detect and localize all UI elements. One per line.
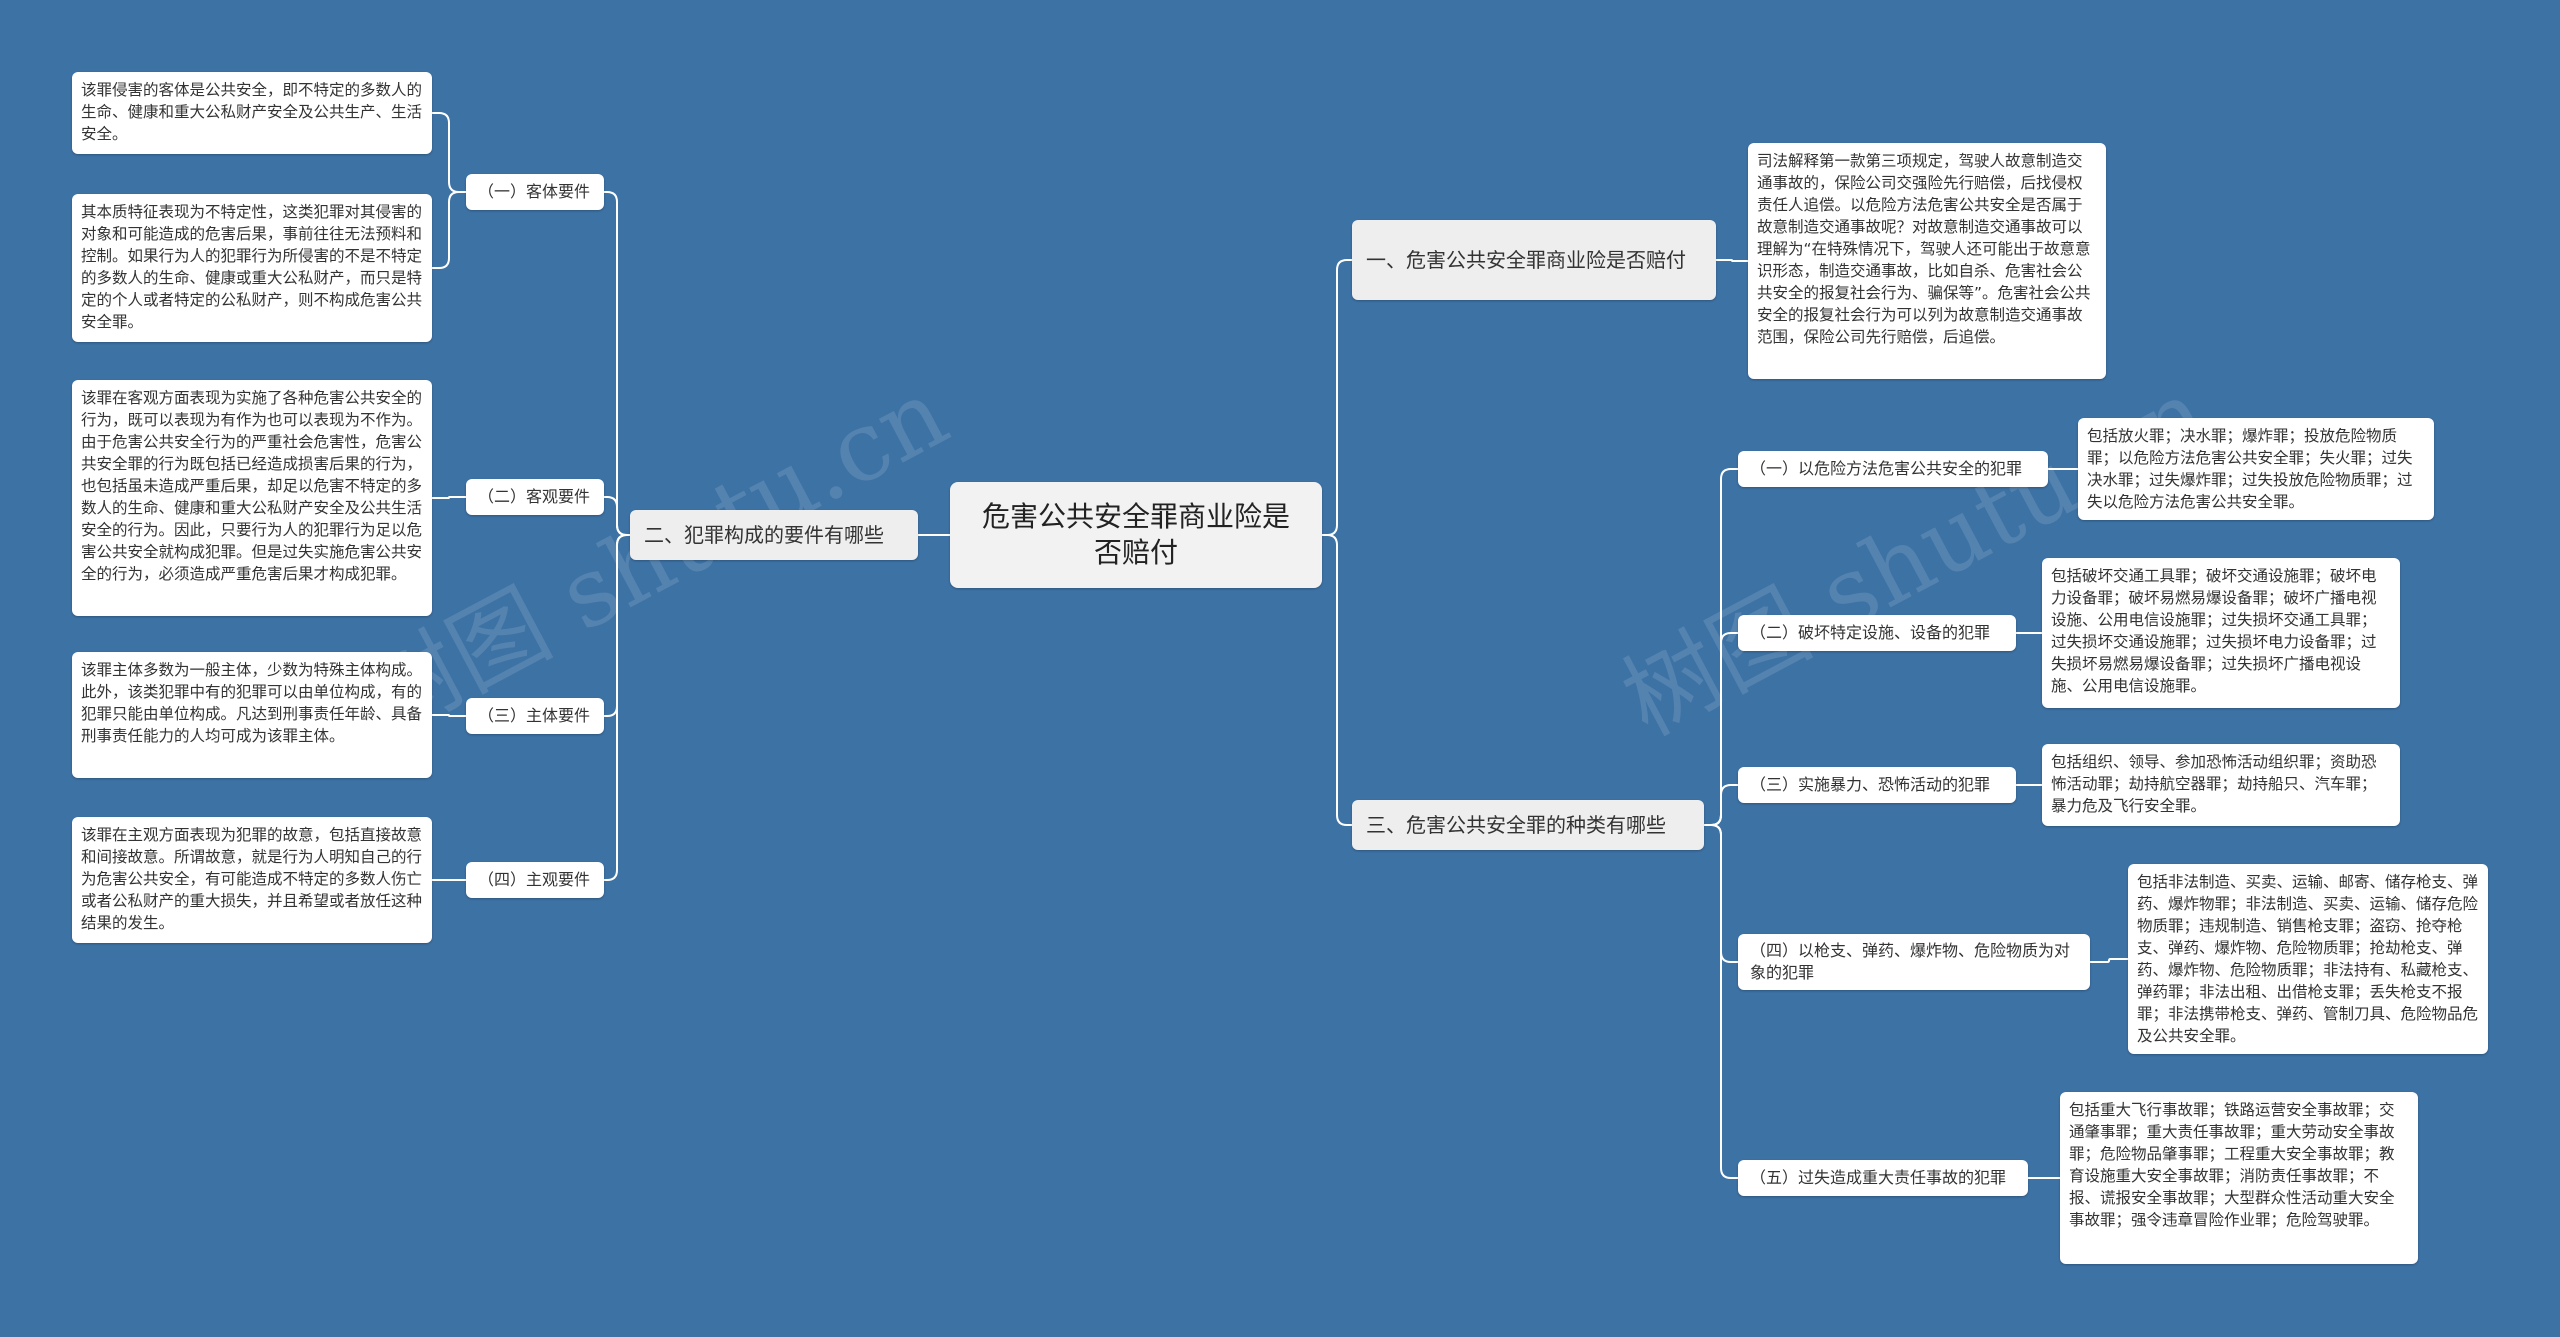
topic-violence-terror[interactable]: （三）实施暴力、恐怖活动的犯罪 [1738,767,2016,803]
branch1-to-leaf [1716,259,1748,262]
leaf-subject-element: 该罪主体多数为一般主体，少数为特殊主体构成。此外，该类犯罪中有的犯罪可以由单位构… [72,652,432,778]
topic-subject-element[interactable]: （三）主体要件 [466,698,604,734]
leaf-object-element-1: 该罪侵害的客体是公共安全，即不特定的多数人的生命、健康和重大公私财产安全及公共生… [72,72,432,154]
topic-facilities-damage[interactable]: （二）破坏特定设施、设备的犯罪 [1738,615,2016,651]
topic-dangerous-methods[interactable]: （一）以危险方法危害公共安全的犯罪 [1738,451,2048,487]
branch-crime-elements[interactable]: 二、犯罪构成的要件有哪些 [630,510,918,560]
branch-crime-types[interactable]: 三、危害公共安全罪的种类有哪些 [1352,800,1704,850]
topic-negligent-accidents[interactable]: （五）过失造成重大责任事故的犯罪 [1738,1160,2028,1196]
leaf-negligent-accidents: 包括重大飞行事故罪；铁路运营安全事故罪；交通肇事罪；重大责任事故罪；重大劳动安全… [2060,1092,2418,1264]
leaf-objective-element: 该罪在客观方面表现为实施了各种危害公共安全的行为，既可以表现为有作为也可以表现为… [72,380,432,616]
root-topic[interactable]: 危害公共安全罪商业险是否赔付 [950,482,1322,588]
leaf-subjective-element: 该罪在主观方面表现为犯罪的故意，包括直接故意和间接故意。所谓故意，就是行为人明知… [72,817,432,943]
branch3-to-topics [1704,824,1738,1179]
leaf-commercial-insurance-detail: 司法解释第一款第三项规定，驾驶人故意制造交通事故的，保险公司交强险先行赔偿，后找… [1748,143,2106,379]
branch2-to-topics [604,496,630,536]
root-to-right-branches [1322,534,1352,826]
object-topic-to-leaves [432,191,466,269]
root-to-right-branches [1322,259,1352,536]
objective-topic-to-leaf [432,496,466,499]
leaf-weapons-explosives: 包括非法制造、买卖、运输、邮寄、储存枪支、弹药、爆炸物罪；非法制造、买卖、运输、… [2128,864,2488,1054]
branch2-to-topics [604,191,630,536]
leaf-object-element-2: 其本质特征表现为不特定性，这类犯罪对其侵害的对象和可能造成的危害后果，事前往往无… [72,194,432,342]
branch3-to-topics [1704,784,1738,826]
leaf-dangerous-methods: 包括放火罪；决水罪；爆炸罪；投放危险物质罪；以危险方法危害公共安全罪；失火罪；过… [2078,418,2434,520]
topic-subjective-element[interactable]: （四）主观要件 [466,862,604,898]
subject-topic-to-leaf [432,714,466,717]
branch-commercial-insurance[interactable]: 一、危害公共安全罪商业险是否赔付 [1352,220,1716,300]
topic-object-element[interactable]: （一）客体要件 [466,174,604,210]
branch2-to-topics [604,534,630,881]
type4-to-leaf [2090,958,2128,963]
leaf-violence-terror: 包括组织、领导、参加恐怖活动组织罪；资助恐怖活动罪；劫持航空器罪；劫持船只、汽车… [2042,744,2400,826]
topic-objective-element[interactable]: （二）客观要件 [466,479,604,515]
topic-weapons-explosives[interactable]: （四）以枪支、弹药、爆炸物、危险物质为对象的犯罪 [1738,934,2090,990]
leaf-facilities-damage: 包括破坏交通工具罪；破坏交通设施罪；破坏电力设备罪；破坏易燃易爆设备罪；破坏广播… [2042,558,2400,708]
object-topic-to-leaves [432,112,466,193]
